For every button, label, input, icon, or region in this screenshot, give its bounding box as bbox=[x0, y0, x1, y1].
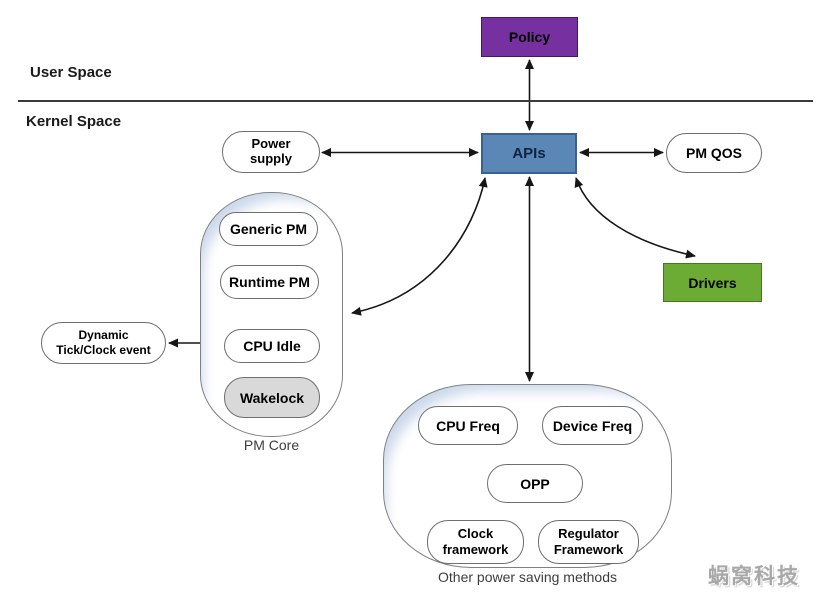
runtime-pm-node: Runtime PM bbox=[220, 265, 319, 299]
arrow-apis-pmcore bbox=[351, 177, 488, 316]
drivers-node: Drivers bbox=[663, 263, 762, 302]
regulator-framework-node: Regulator Framework bbox=[538, 520, 639, 564]
dynamic-tick-node: Dynamic Tick/Clock event bbox=[41, 322, 166, 364]
clock-framework-node: Clock framework bbox=[427, 520, 524, 564]
apis-node: APIs bbox=[481, 133, 577, 174]
policy-node: Policy bbox=[481, 17, 578, 57]
user-space-label: User Space bbox=[30, 64, 112, 81]
power-supply-node: Power supply bbox=[222, 131, 320, 173]
power-supply-label: Power supply bbox=[250, 136, 292, 166]
cpu-freq-node: CPU Freq bbox=[418, 406, 518, 445]
other-methods-label: Other power saving methods bbox=[438, 569, 617, 585]
opp-node: OPP bbox=[487, 464, 583, 503]
device-freq-node: Device Freq bbox=[542, 406, 643, 445]
cpu-idle-node: CPU Idle bbox=[224, 329, 320, 363]
clock-framework-label: Clock framework bbox=[442, 526, 509, 557]
dynamic-tick-label: Dynamic Tick/Clock event bbox=[56, 328, 151, 357]
arrow-apis-drivers bbox=[574, 177, 696, 259]
regulator-framework-label: Regulator Framework bbox=[553, 526, 624, 557]
pm-core-label: PM Core bbox=[243, 437, 300, 453]
wakelock-node: Wakelock bbox=[224, 377, 320, 418]
generic-pm-node: Generic PM bbox=[219, 212, 318, 246]
pm-qos-node: PM QOS bbox=[666, 133, 762, 173]
space-divider-line bbox=[18, 100, 813, 102]
kernel-space-label: Kernel Space bbox=[26, 113, 122, 130]
watermark-logo: 蜗窝科技 bbox=[708, 565, 800, 588]
